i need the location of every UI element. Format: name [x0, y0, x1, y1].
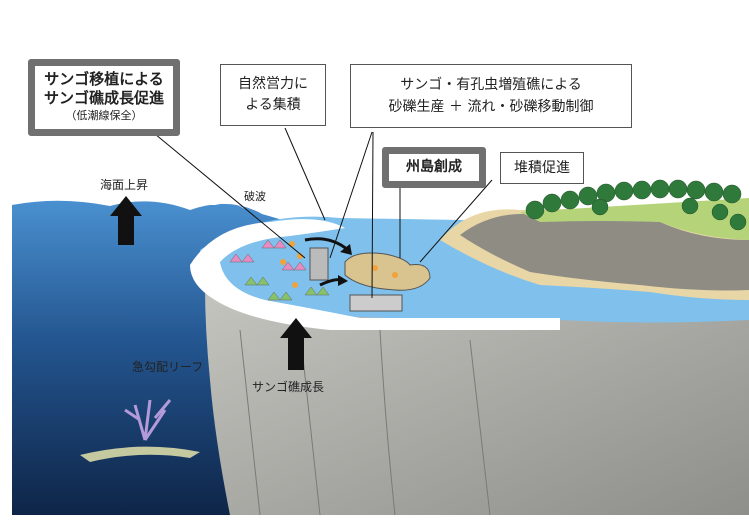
box-line: 砂礫生産 ＋ 流れ・砂礫移動制御 — [388, 99, 594, 115]
steep-reef-label: 急勾配リーフ — [132, 360, 204, 374]
leader-lines — [154, 127, 493, 299]
box-line: サンゴ礁成長促進 — [43, 89, 164, 107]
natural-forces-box: 自然営力に よる集積 — [220, 64, 326, 126]
sand-cay — [344, 252, 431, 291]
box-line: 自然営力に — [238, 76, 308, 92]
transplanted-corals — [229, 239, 330, 301]
box-line: （低潮線保全） — [65, 109, 143, 122]
table-coral-icon — [80, 446, 200, 462]
foram-reef-block — [349, 294, 403, 312]
deposition-box: 堆積促進 — [500, 152, 584, 184]
foram-reef-block — [309, 247, 329, 281]
flow-arrow — [304, 237, 349, 252]
box-line: よる集積 — [245, 97, 301, 113]
island-creation-box: 州島創成 — [382, 147, 486, 188]
island-gravel — [460, 213, 749, 291]
coral-transplant-box: サンゴ移植による サンゴ礁成長促進 （低潮線保全） — [28, 59, 180, 136]
sea-level-rise-label: 海面上昇 — [100, 178, 149, 192]
forest — [525, 179, 747, 231]
breaking-wave-label: 破波 — [244, 190, 266, 203]
box-line: サンゴ移植による — [44, 70, 164, 88]
reef-growth-arrow — [280, 318, 312, 370]
reef-growth-label: サンゴ礁成長 — [252, 380, 325, 394]
foram-reef-box: サンゴ・有孔虫増殖礁による 砂礫生産 ＋ 流れ・砂礫移動制御 — [350, 64, 632, 128]
breaking-wave — [190, 219, 560, 330]
branching-coral-icon — [124, 399, 172, 441]
box-line: サンゴ・有孔虫増殖礁による — [400, 77, 582, 93]
sea-level-rise-arrow — [110, 196, 142, 245]
